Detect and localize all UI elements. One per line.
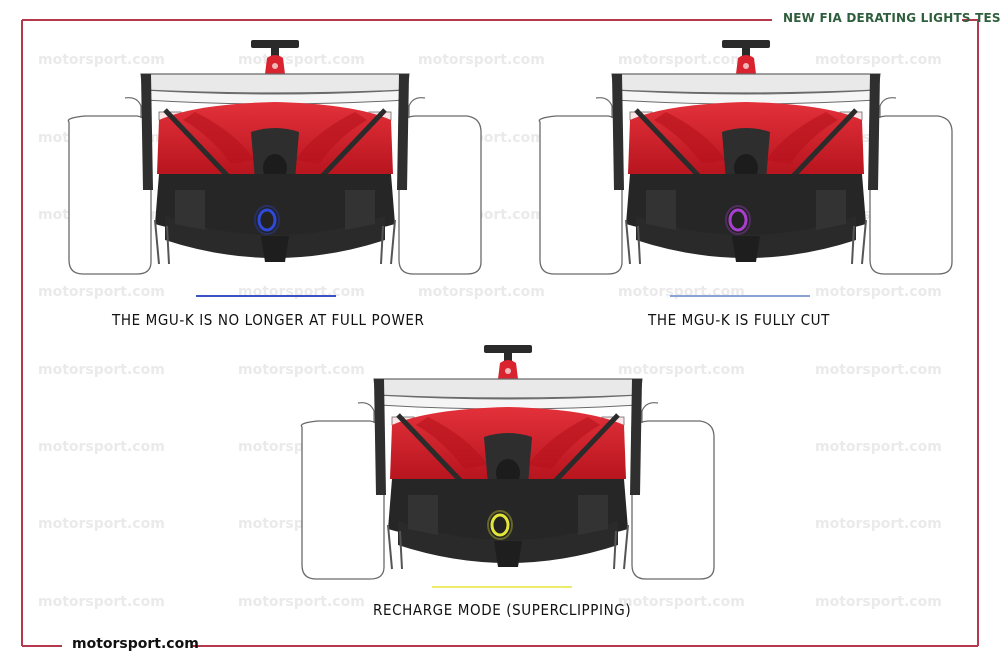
watermark: motorsport.com	[418, 284, 545, 300]
derating-light	[725, 205, 751, 235]
watermark: motorsport.com	[38, 439, 165, 455]
watermark: motorsport.com	[815, 516, 942, 532]
watermark: motorsport.com	[815, 439, 942, 455]
car-rear-illustration	[526, 40, 966, 280]
watermark: motorsport.com	[618, 284, 745, 300]
watermark: motorsport.com	[38, 52, 165, 68]
watermark: motorsport.com	[618, 362, 745, 378]
header-title: NEW FIA DERATING LIGHTS TEST	[783, 11, 1000, 25]
caption-underline	[196, 295, 336, 297]
watermark: motorsport.com	[38, 362, 165, 378]
caption-underline	[670, 295, 810, 297]
caption-fully-cut: THE MGU-K IS FULLY CUT	[648, 311, 830, 329]
car-rear-illustration	[55, 40, 495, 280]
watermark: motorsport.com	[618, 52, 745, 68]
watermark: motorsport.com	[38, 594, 165, 610]
watermark: motorsport.com	[238, 362, 365, 378]
watermark: motorsport.com	[238, 284, 365, 300]
watermark: motorsport.com	[815, 362, 942, 378]
watermark: motorsport.com	[38, 516, 165, 532]
derating-light	[254, 205, 280, 235]
watermark: motorsport.com	[815, 594, 942, 610]
watermark: motorsport.com	[815, 52, 942, 68]
watermark: motorsport.com	[815, 284, 942, 300]
caption-full-power: THE MGU-K IS NO LONGER AT FULL POWER	[112, 311, 425, 329]
watermark: motorsport.com	[238, 594, 365, 610]
watermark: motorsport.com	[38, 284, 165, 300]
car-rear-illustration	[288, 345, 728, 585]
caption-underline	[432, 586, 572, 588]
watermark: motorsport.com	[618, 594, 745, 610]
derating-light	[487, 510, 513, 540]
motorsport-logo: motorsport.com	[72, 636, 199, 652]
caption-recharge-mode: RECHARGE MODE (SUPERCLIPPING)	[373, 601, 632, 619]
watermark: motorsport.com	[418, 52, 545, 68]
